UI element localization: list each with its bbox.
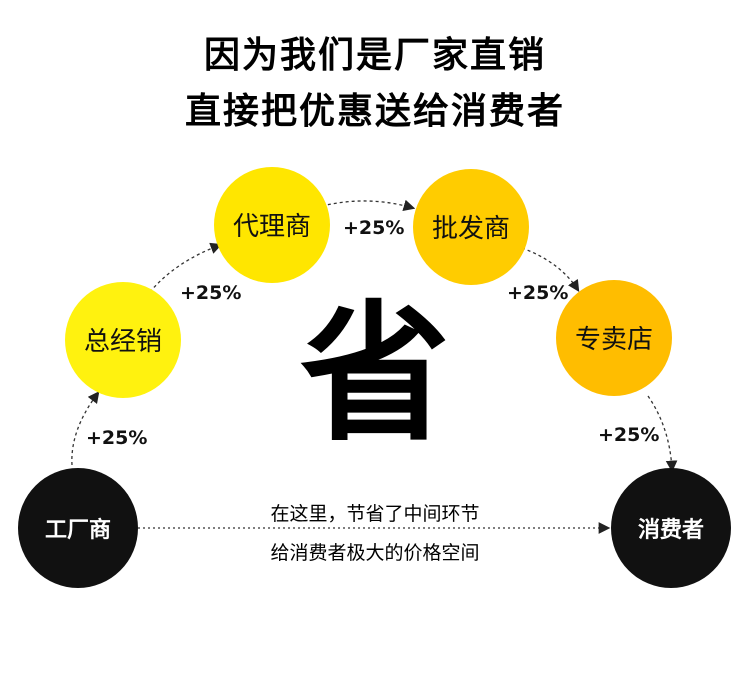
arrow-factory-to-distributor (71, 391, 100, 466)
node-factory: 工厂商 (18, 468, 138, 588)
markup-label-1: +25% (86, 427, 147, 449)
save-character: 省 (300, 288, 451, 462)
markup-label-3: +25% (343, 217, 404, 239)
arrow-store-to-consumer (647, 395, 678, 473)
node-label-wholesaler: 批发商 (432, 214, 510, 244)
node-label-store: 专卖店 (575, 325, 653, 355)
arrow-distributor-to-agent (149, 242, 223, 293)
node-label-agent: 代理商 (233, 212, 311, 242)
note-line-2: 给消费者极大的价格空间 (270, 542, 480, 564)
node-label-distributor: 总经销 (84, 327, 162, 357)
markup-label-4: +25% (507, 282, 568, 304)
note-line-1: 在这里，节省了中间环节 (270, 503, 480, 525)
headline-line-1: 因为我们是厂家直销 (203, 35, 546, 76)
node-store: 专卖店 (556, 280, 672, 396)
headline-line-2: 直接把优惠送给消费者 (184, 91, 565, 132)
arrow-agent-to-wholesaler (321, 199, 416, 212)
node-consumer: 消费者 (611, 468, 731, 588)
node-label-factory: 工厂商 (45, 517, 111, 543)
node-wholesaler: 批发商 (413, 169, 529, 285)
node-label-consumer: 消费者 (638, 518, 704, 543)
markup-label-2: +25% (180, 282, 241, 304)
node-agent: 代理商 (214, 167, 330, 283)
arrow-wholesaler-to-store (521, 247, 580, 292)
node-distributor: 总经销 (65, 282, 181, 398)
markup-label-5: +25% (598, 424, 659, 446)
